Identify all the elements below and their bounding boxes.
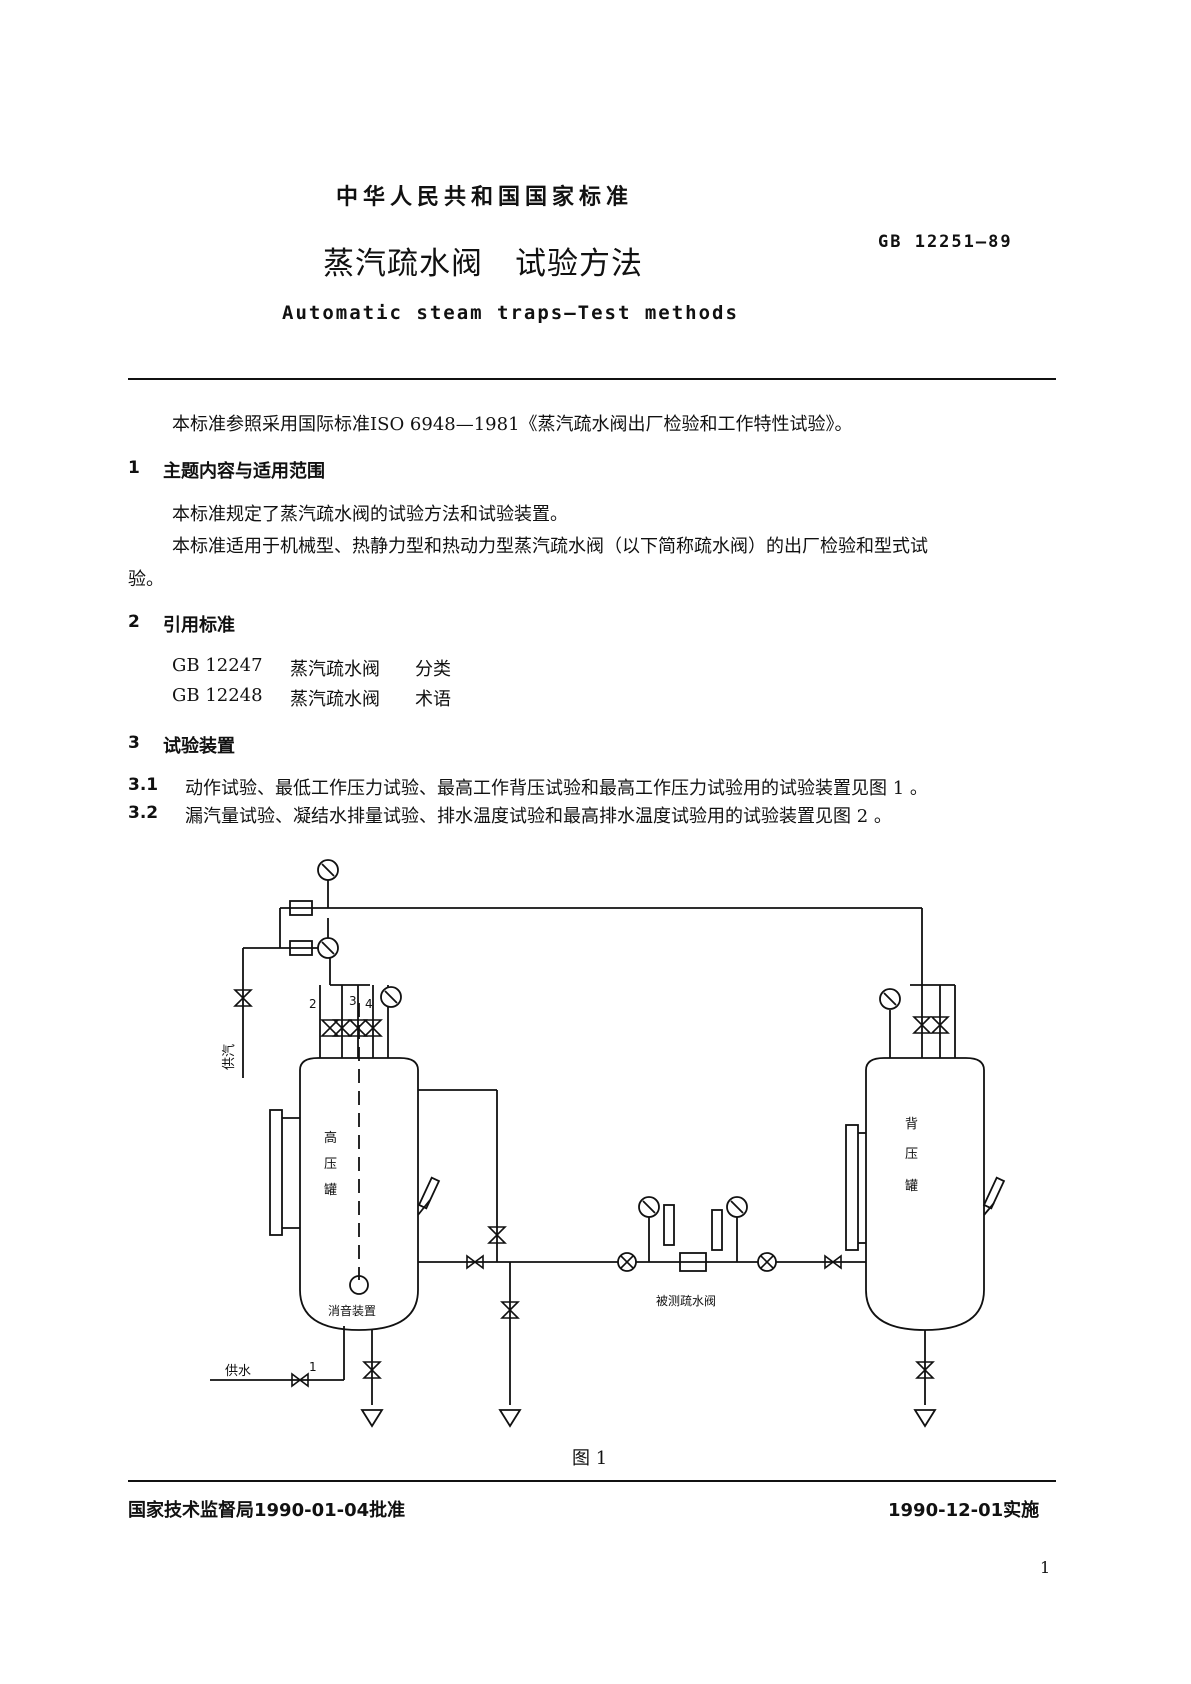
reference-1-name: 蒸汽疏水阀: [290, 659, 380, 680]
section-1-paragraph-2-cont: 验。: [128, 569, 164, 590]
valve-2-label: 2: [309, 997, 317, 1011]
national-standard-heading: 中华人民共和国国家标准: [336, 184, 634, 210]
section-1-number: 1: [128, 458, 140, 478]
footer-rule: [128, 1480, 1056, 1482]
effective-date: 1990-12-01实施: [888, 1500, 1040, 1521]
clause-3-2-text: 漏汽量试验、凝结水排量试验、排水温度试验和最高排水温度试验用的试验装置见图 2 …: [185, 806, 892, 827]
steam-supply-label: 供汽: [222, 1044, 237, 1070]
trap-under-test-icon: [679, 1252, 707, 1272]
bp-tank-label-3: 罐: [905, 1179, 918, 1194]
section-2-title: 引用标准: [163, 615, 235, 636]
reference-1-code: GB 12247: [172, 655, 263, 676]
reference-2-part: 术语: [415, 689, 451, 710]
high-pressure-tank: [299, 1057, 419, 1331]
section-2-number: 2: [128, 612, 140, 632]
hp-level-gauge: [269, 1109, 283, 1236]
reference-1-part: 分类: [415, 659, 451, 680]
bp-tank-label-1: 背: [905, 1117, 918, 1132]
reference-2-name: 蒸汽疏水阀: [290, 689, 380, 710]
page-number: 1: [1040, 1558, 1051, 1577]
document-title-cn: 蒸汽疏水阀 试验方法: [323, 246, 643, 282]
silencer-label: 消音装置: [328, 1303, 376, 1318]
downstream-thermometer-icon: [711, 1209, 723, 1251]
valve-4-label: 4: [365, 997, 373, 1011]
bp-level-gauge: [845, 1124, 859, 1251]
back-pressure-tank: [865, 1057, 985, 1331]
clause-3-1-text: 动作试验、最低工作压力试验、最高工作背压试验和最高工作压力试验用的试验装置见图 …: [185, 778, 928, 799]
hp-tank-label-1: 高: [324, 1130, 337, 1146]
valve-3-label: 3: [349, 994, 357, 1008]
header-rule: [128, 378, 1056, 380]
approval-date: 国家技术监督局1990-01-04批准: [128, 1500, 406, 1521]
section-1-paragraph-2: 本标准适用于机械型、热静力型和热动力型蒸汽疏水阀（以下简称疏水阀）的出厂检验和型…: [172, 536, 928, 557]
valve-1-label: 1: [309, 1360, 317, 1374]
bp-thermometer-icon: [982, 1176, 1006, 1210]
clause-3-2-number: 3.2: [128, 803, 159, 823]
reducing-valve-1: [289, 900, 313, 916]
hp-tank-label-2: 压: [324, 1157, 337, 1172]
water-supply-label: 供水: [225, 1364, 251, 1379]
reducing-valve-2: [289, 940, 313, 956]
document-title-en: Automatic steam traps—Test methods: [282, 302, 739, 324]
hp-thermometer-icon: [417, 1176, 441, 1210]
reference-2-code: GB 12248: [172, 685, 263, 706]
intro-paragraph: 本标准参照采用国际标准ISO 6948—1981《蒸汽疏水阀出厂检验和工作特性试…: [172, 414, 853, 435]
clause-3-1-number: 3.1: [128, 775, 159, 795]
hp-tank-label-3: 罐: [324, 1183, 337, 1198]
upstream-thermometer-icon: [663, 1204, 675, 1246]
figure-1-caption: 图 1: [572, 1448, 608, 1469]
trap-under-test-label: 被测疏水阀: [656, 1293, 716, 1308]
standard-code: GB 12251—89: [878, 232, 1013, 252]
section-3-number: 3: [128, 733, 140, 753]
section-3-title: 试验装置: [163, 736, 235, 757]
section-1-paragraph-1: 本标准规定了蒸汽疏水阀的试验方法和试验装置。: [172, 504, 568, 525]
silencer-icon: [349, 1275, 369, 1295]
bp-tank-label-2: 压: [905, 1147, 918, 1162]
section-1-title: 主题内容与适用范围: [163, 461, 325, 482]
